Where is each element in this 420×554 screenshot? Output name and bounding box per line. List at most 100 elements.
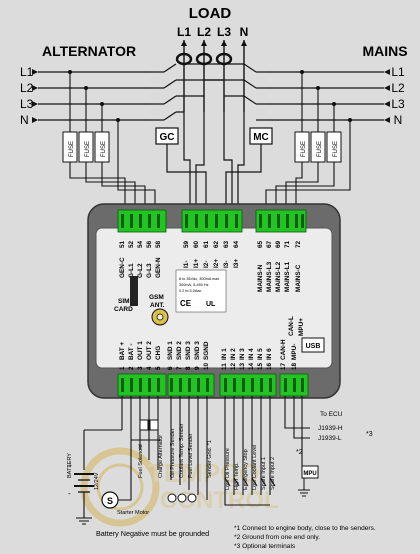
- ecu-connection: To ECU J1939-H J1939-L *3: [318, 411, 373, 442]
- watermark-line1: TEMPCO: [148, 458, 259, 488]
- top-term-gen-c-num: 51: [119, 240, 126, 248]
- top-terminal-labels: GEN-C 51 G-L1 52 G-L2 54 G-L3 56 GEN-N 5…: [119, 240, 302, 292]
- top-term-gen-n-num: 58: [155, 240, 162, 248]
- mains-heading: MAINS: [362, 43, 407, 59]
- bottom-block-inputs: [219, 373, 277, 397]
- alternator-line-labels: L1 L2 L3 N: [20, 65, 34, 127]
- alt-label-n: N: [20, 113, 29, 127]
- sensor-symbols: [139, 419, 197, 503]
- battery-minus: -: [68, 489, 71, 498]
- footnote-1: *1 Connect to engine body, close to the …: [234, 525, 376, 532]
- bot-term-5-num: 5: [155, 366, 162, 370]
- label-charge-alternator: Charge Alternator: [158, 435, 164, 478]
- bot-term-17: CAN-H: [280, 339, 287, 360]
- gsm-label-1: GSM: [149, 294, 164, 301]
- bot-term-7-num: 7: [176, 366, 183, 370]
- bot-term-8-num: 8: [185, 366, 192, 370]
- fuse-wires: [69, 72, 351, 210]
- ecu-j1939-l: J1939-L: [318, 435, 342, 442]
- top-term-g-l3: G-L3: [146, 263, 153, 278]
- bot-term-3: OUT 1: [137, 341, 144, 360]
- input-label-high-temp: High Temp.: [234, 462, 240, 490]
- sender-label-fuel: Fuel Level Sender: [188, 433, 194, 478]
- top-term-i3m: I3-: [223, 261, 230, 268]
- alt-label-l3: L3: [20, 97, 34, 111]
- top-term-i2m: I2-: [203, 261, 210, 268]
- gsm-label-2: ANT.: [150, 302, 165, 309]
- bot-term-16-num: 16: [266, 362, 273, 370]
- bot-term-11: IN 1: [221, 348, 228, 360]
- top-term-gen-n: GEN-N: [155, 257, 162, 278]
- bot-term-10: SGND: [203, 341, 210, 360]
- battery: BATTERY 12/24V + -: [67, 453, 100, 525]
- bot-term-1: BAT +: [119, 342, 126, 360]
- top-term-g-l2-num: 54: [137, 240, 144, 248]
- bot-term-6-num: 6: [167, 366, 174, 370]
- footnote-2: *2 Ground from one end only.: [234, 534, 320, 541]
- input-label-estop: Emergency Stop: [243, 449, 249, 490]
- fuse-label-mains-3: FUSE: [333, 141, 339, 157]
- top-term-mains-l1-num: 71: [284, 240, 291, 248]
- label-starter-motor: Starter Motor: [117, 510, 149, 516]
- bot-term-18-num: 18: [291, 362, 298, 370]
- mpu-label: MPU: [303, 471, 316, 477]
- alt-label-l1: L1: [20, 65, 34, 79]
- ul-mark: UL: [206, 301, 216, 308]
- mains-line-labels: L1 L2 L3 N: [391, 65, 405, 127]
- gc-label: GC: [160, 132, 175, 143]
- sim-card-label-2: CARD: [114, 306, 133, 313]
- top-term-g-l1: G-L1: [128, 263, 135, 278]
- top-term-i1m-num: 59: [183, 240, 190, 248]
- top-term-i2m-num: 61: [203, 240, 210, 248]
- alternator-bus: [38, 71, 150, 121]
- starter-motor: S: [101, 440, 132, 509]
- top-term-g-l3-num: 56: [146, 240, 153, 248]
- load-phase-labels: L1 L2 L3 N: [177, 25, 248, 39]
- battery-voltage: 12/24V: [94, 472, 100, 490]
- top-term-i1p-num: 60: [193, 240, 200, 248]
- bot-term-2-num: 2: [128, 366, 135, 370]
- bot-term-18: MPU-: [291, 344, 298, 360]
- left-device-labels: Fuel Solenoid Charge Alternator Starter …: [117, 435, 164, 516]
- battery-label: BATTERY: [67, 453, 73, 478]
- top-term-mains-l3-num: 67: [266, 240, 273, 248]
- bot-term-12: IN 2: [230, 348, 237, 360]
- top-connector-pins: [121, 214, 304, 228]
- input-label-low-oil: Low Oil Pressure: [225, 448, 231, 490]
- top-block-mains: [255, 209, 307, 233]
- top-term-mains-c: MAINS-C: [295, 264, 302, 292]
- mains-label-l2: L2: [391, 81, 405, 95]
- fuse-label-mains-1: FUSE: [301, 141, 307, 157]
- spec-line-2: 300mA, 5-450 Hz: [179, 283, 209, 287]
- mc-label: MC: [253, 132, 269, 143]
- bot-term-9: SND 3: [194, 341, 201, 360]
- mains-bus: [270, 71, 384, 121]
- bot-term-11-num: 11: [221, 363, 228, 370]
- usb-label: USB: [306, 343, 321, 350]
- top-term-mains-l3: MAINS-L3: [266, 261, 273, 292]
- gsm-antenna: GSM ANT.: [149, 294, 169, 326]
- ecu-j1939-h: J1939-H: [318, 425, 343, 432]
- mains-label-n: N: [394, 113, 403, 127]
- bot-term-10-num: 10: [203, 362, 210, 370]
- bot-term-4: OUT 2: [146, 341, 153, 360]
- top-term-i3p-num: 64: [233, 240, 240, 248]
- top-term-mains-n-num: 65: [257, 240, 264, 248]
- ground-note-2: *2: [296, 449, 303, 456]
- top-term-i1m: I1-: [183, 261, 190, 268]
- fuse-labels: FUSE FUSE FUSE FUSE FUSE FUSE: [69, 141, 339, 157]
- battery-plus: +: [68, 463, 72, 470]
- sim-card-slot: SIM CARD: [114, 276, 138, 313]
- fuse-label-alt-1: FUSE: [69, 141, 75, 157]
- bot-term-13-num: 13: [239, 362, 246, 370]
- bot-term-14-num: 14: [248, 362, 255, 370]
- fuse-label-alt-2: FUSE: [85, 141, 91, 157]
- spec-line-3: 0.2 to 5.0Aac: [179, 289, 201, 293]
- ce-mark: CE: [180, 299, 192, 308]
- input-label-coolant-level: Low Coolant Level: [252, 445, 258, 490]
- load-arrows: [181, 40, 247, 46]
- bot-term-14: IN 4: [248, 348, 255, 360]
- fuse-label-mains-2: FUSE: [317, 141, 323, 157]
